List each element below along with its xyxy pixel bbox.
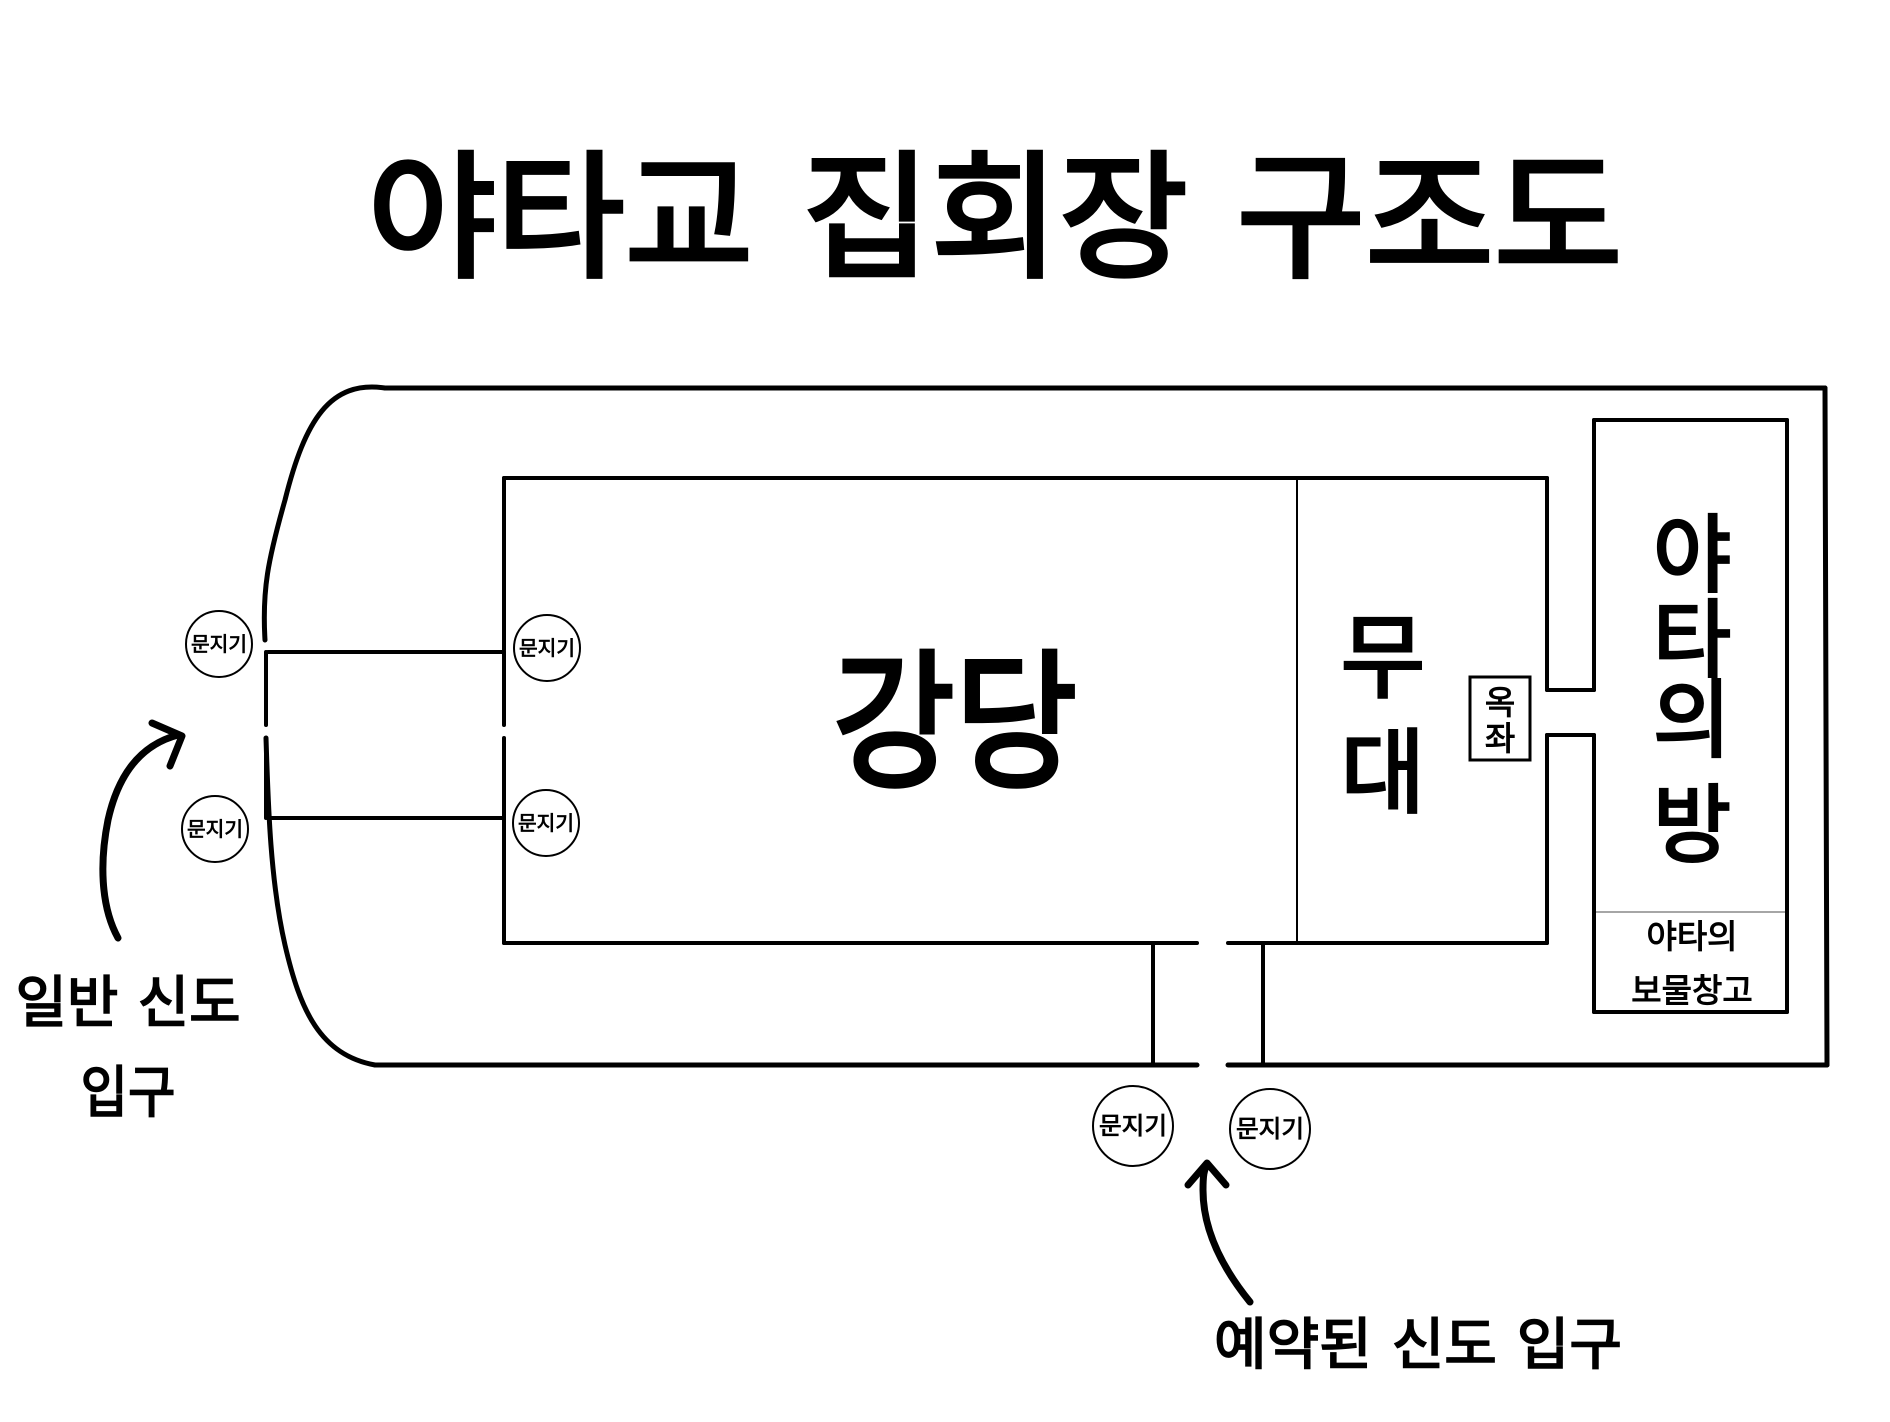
yata-room-label-char-2: 타 bbox=[1653, 592, 1731, 691]
yata-room: 야 타 의 방 bbox=[1592, 418, 1789, 1014]
gatekeeper-label: 문지기 bbox=[187, 817, 243, 841]
gatekeeper-west-outer-bottom: 문지기 bbox=[181, 795, 249, 863]
gatekeeper-label: 문지기 bbox=[191, 632, 247, 656]
gatekeeper-label: 문지기 bbox=[518, 811, 574, 835]
throne: 옥 좌 bbox=[1468, 675, 1532, 762]
treasury-label-line-2: 보물창고 bbox=[1631, 971, 1752, 1010]
outer-wall bbox=[261, 384, 1830, 1068]
throne-label-char-1: 옥 bbox=[1485, 683, 1515, 722]
gatekeeper-label: 문지기 bbox=[1236, 1115, 1304, 1143]
yata-room-label-char-1: 야 bbox=[1653, 507, 1731, 606]
stage-room: 무 대 bbox=[1296, 476, 1549, 945]
gatekeeper-label: 문지기 bbox=[519, 636, 575, 660]
diagram-title: 야타교 집회장 구조도 bbox=[368, 138, 1623, 299]
south-entrance-corridor bbox=[1151, 941, 1265, 1067]
gatekeeper-label: 문지기 bbox=[1099, 1112, 1167, 1140]
treasury-label-line-1: 야타의 bbox=[1646, 917, 1737, 956]
west-entrance-corridor bbox=[264, 650, 506, 820]
stage-label-char-1: 무 bbox=[1341, 605, 1426, 712]
gatekeeper-south-right: 문지기 bbox=[1229, 1088, 1311, 1170]
general-entrance-label-line-1: 일반 신도 bbox=[16, 971, 241, 1036]
yata-room-label-char-4: 방 bbox=[1653, 777, 1731, 876]
gatekeeper-west-inner-bottom: 문지기 bbox=[512, 789, 580, 857]
reserved-entrance-arrow bbox=[1184, 1159, 1254, 1306]
gatekeeper-west-inner-top: 문지기 bbox=[513, 614, 581, 682]
corridor bbox=[1545, 688, 1596, 737]
auditorium-room: 강당 bbox=[502, 476, 1549, 945]
throne-label-char-2: 좌 bbox=[1485, 719, 1515, 758]
gatekeeper-south-left: 문지기 bbox=[1092, 1085, 1174, 1167]
general-entrance-label-line-2: 입구 bbox=[81, 1061, 176, 1126]
auditorium-label: 강당 bbox=[833, 637, 1078, 811]
reserved-entrance-label: 예약된 신도 입구 bbox=[1214, 1313, 1622, 1378]
treasury-room: 야타의 보물창고 bbox=[1596, 911, 1785, 1010]
stage-label-char-2: 대 bbox=[1341, 720, 1426, 827]
general-entrance-arrow bbox=[99, 719, 186, 942]
yata-room-label-char-3: 의 bbox=[1653, 672, 1731, 771]
gatekeeper-west-outer-top: 문지기 bbox=[185, 610, 253, 678]
